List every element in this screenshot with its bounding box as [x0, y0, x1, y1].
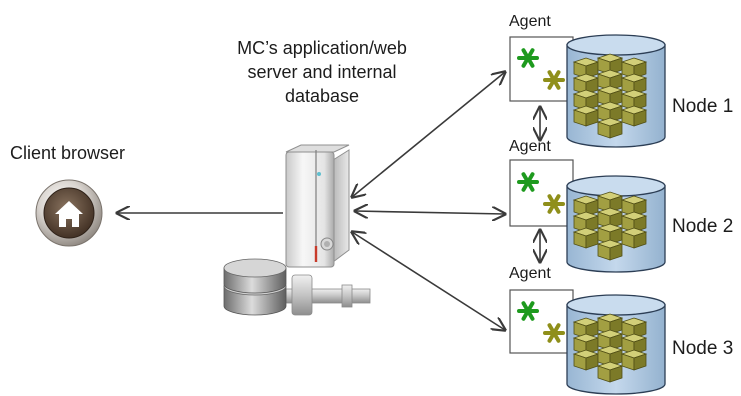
arrow-server-node1: [352, 72, 505, 197]
server-and-database: [223, 144, 371, 316]
node-2-database-icon: [566, 175, 666, 273]
agent-box-2: [509, 159, 574, 227]
cube-stack-icon: [573, 53, 647, 139]
node-3-label: Node 3: [672, 338, 734, 359]
agent-label-1: Agent: [509, 13, 551, 30]
node-1-group: [509, 34, 666, 148]
client-browser-icon: [35, 179, 103, 247]
server-caption-line-2: server and internal: [247, 62, 397, 82]
agent-label-3: Agent: [509, 265, 551, 282]
node-2-group: [509, 159, 666, 273]
agent-box-3: [509, 289, 574, 354]
server-caption: MC’s application/web server and internal…: [192, 36, 452, 108]
agent-box-1: [509, 36, 574, 102]
node-2-label: Node 2: [672, 216, 734, 237]
node-3-database-icon: [566, 294, 666, 395]
server-caption-line-3: database: [284, 86, 360, 106]
arrow-server-node2: [355, 211, 505, 214]
server-caption-line-1: MC’s application/web: [237, 38, 407, 58]
home-icon: [55, 201, 83, 227]
agent-label-2: Agent: [509, 138, 551, 155]
client-browser-label: Client browser: [10, 143, 126, 163]
node-1-label: Node 1: [672, 96, 734, 117]
node-3-group: [509, 289, 666, 395]
arrow-server-node3: [352, 232, 505, 330]
connection-arrows: [117, 72, 540, 330]
database-icon: [223, 258, 287, 316]
node-1-database-icon: [566, 34, 666, 148]
